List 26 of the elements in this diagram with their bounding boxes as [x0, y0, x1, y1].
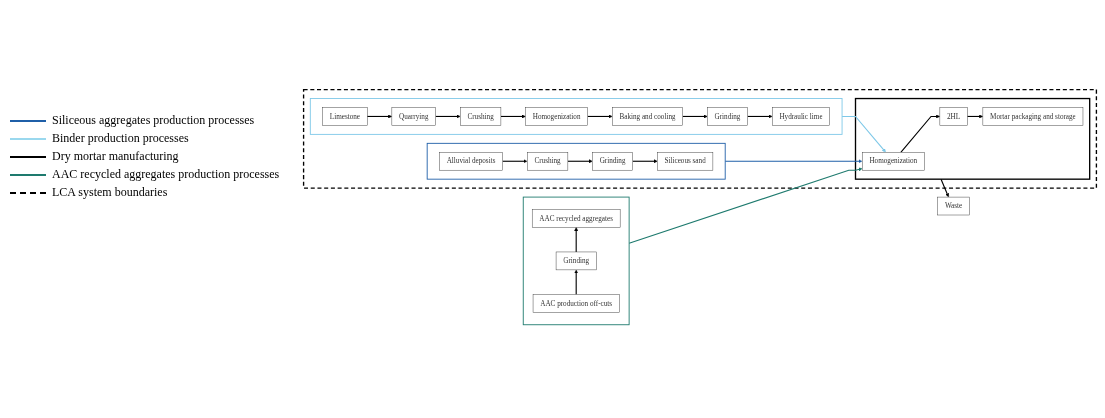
arrow — [502, 159, 528, 164]
legend-text: Siliceous aggregates production processes — [52, 113, 255, 128]
cluster — [854, 97, 1091, 180]
cluster — [522, 196, 630, 325]
arrow — [632, 159, 658, 164]
arrow — [841, 115, 886, 153]
legend-text: LCA system boundaries — [52, 185, 168, 200]
arrow — [500, 114, 526, 119]
arrow — [900, 114, 941, 153]
arrow — [574, 226, 579, 253]
arrow — [628, 167, 863, 244]
arrow — [587, 114, 613, 119]
arrow — [366, 114, 393, 119]
cluster — [426, 142, 726, 180]
arrow — [724, 159, 863, 164]
legend-text: AAC recycled aggregates production processes — [52, 167, 280, 182]
arrow — [682, 114, 708, 119]
cluster — [302, 88, 1098, 189]
legend-text: Binder production processes — [52, 131, 189, 146]
legend-text: Dry mortar manufacturing — [52, 149, 179, 164]
arrow — [567, 159, 593, 164]
cluster — [309, 97, 843, 135]
arrow — [435, 114, 461, 119]
arrow — [940, 178, 950, 198]
arrow — [747, 114, 773, 119]
arrow — [574, 269, 579, 295]
